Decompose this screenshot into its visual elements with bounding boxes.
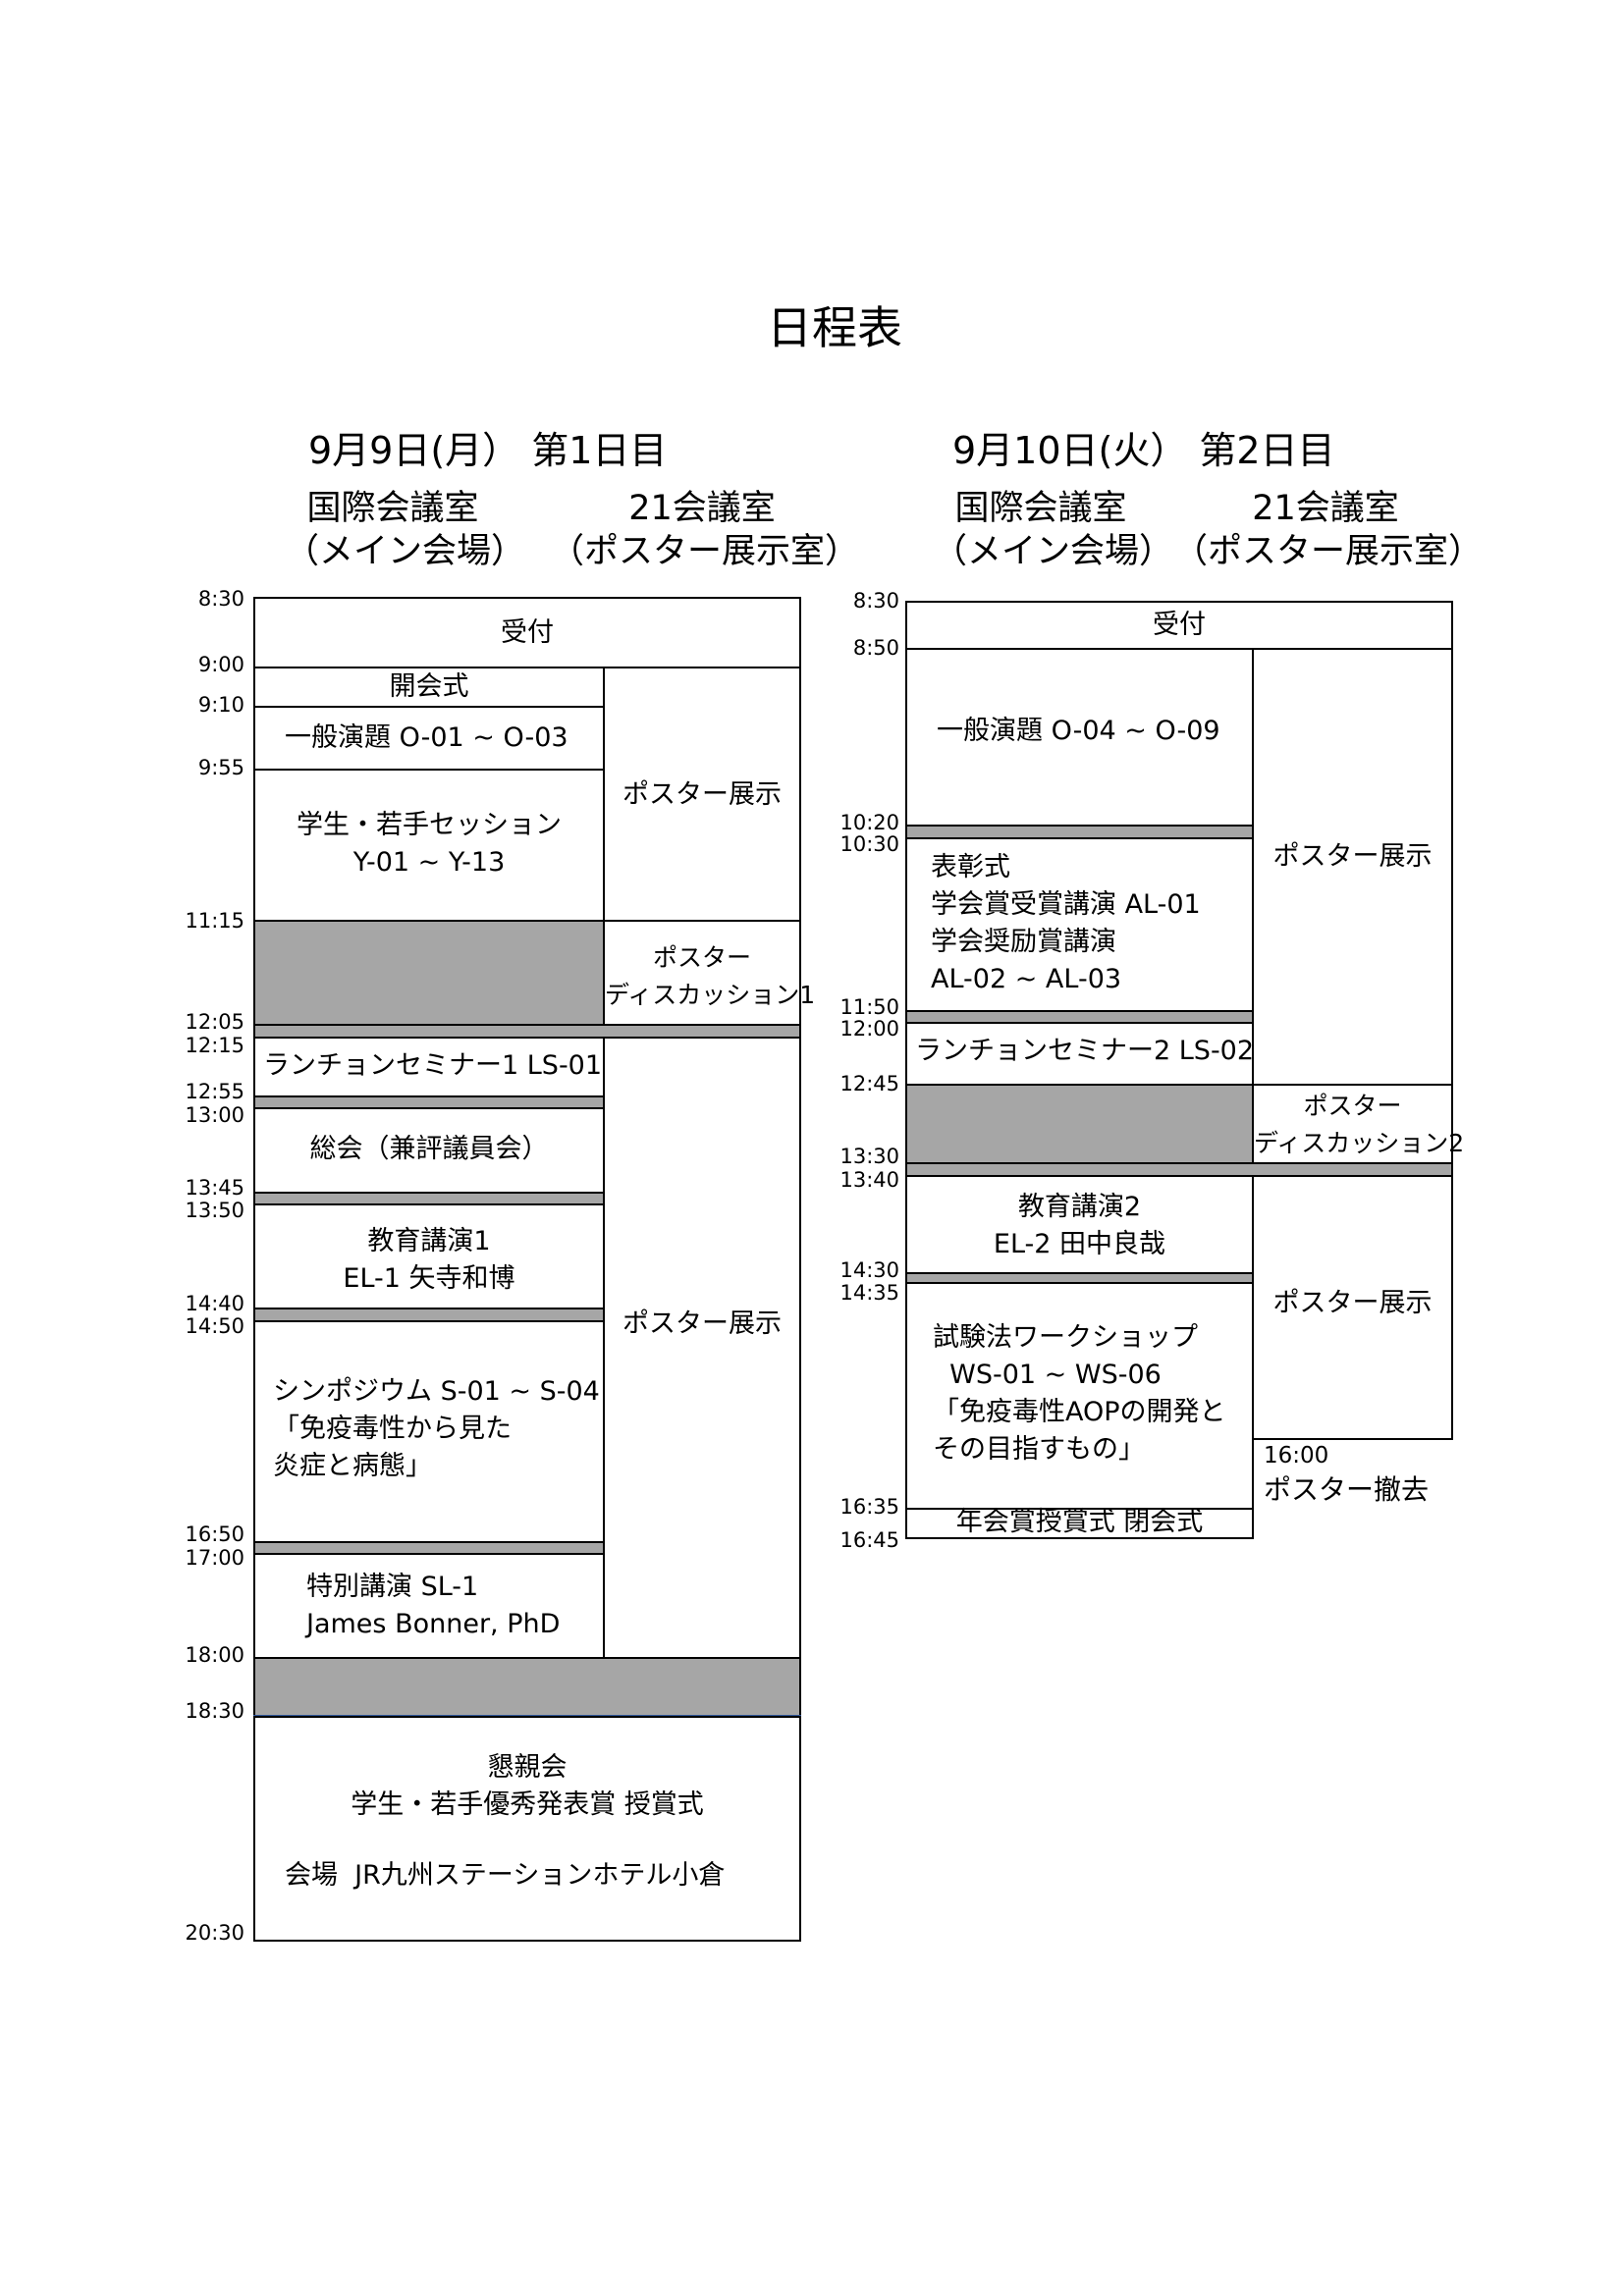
day2-poster-box: ポスター展示 [1252,648,1453,1086]
day1-reception-box: 受付 [253,597,801,668]
time-label: 12:05 [185,1010,244,1034]
day2-room-poster: 21会議室 （ポスター展示室） [1173,489,1484,571]
time-label: 14:30 [839,1258,899,1282]
education-lecture-label: 教育講演2 EL-2 田中良哉 [993,1192,1166,1259]
time-label: 14:40 [185,1292,244,1315]
time-label: 12:00 [839,1017,899,1041]
poster-label: ポスター展示 [622,1308,782,1339]
time-label: 16:50 [185,1522,244,1546]
student-session-label: 学生・若手セッション Y-01 ~ Y-13 [297,810,562,878]
day1-poster-discussion-box: ポスター ディスカッション1 [603,920,816,1026]
poster-label: ポスター展示 [1272,841,1433,872]
poster-label: ポスター展示 [622,779,782,810]
day1-opening-box: 開会式 [253,667,605,708]
day1-break-box [253,1657,801,1718]
time-label: 18:30 [185,1699,244,1723]
symposium-label: シンポジウム S-01 ~ S-04 「免疫毒性から見た 炎症と病態」 [273,1376,600,1481]
time-label: 8:50 [852,636,899,660]
reception-label: 受付 [501,617,554,648]
poster-label: ポスター展示 [1272,1288,1433,1318]
time-label: 17:00 [185,1546,244,1570]
day1-banquet-box: 懇親会 学生・若手優秀発表賞 授賞式 会場 JR九州ステーションホテル小倉 [253,1716,801,1942]
time-label: 12:45 [839,1072,899,1095]
day1-heading: 9月9日(月） 第1日目 [308,429,668,472]
day1-general-meeting-box: 総会（兼評議員会） [253,1107,605,1194]
day1-room-poster: 21会議室 （ポスター展示室） [550,489,860,571]
day1-poster-box-2: ポスター展示 [603,1037,801,1659]
day2-awards-box: 表彰式 学会賞受賞講演 AL-01 学会奨励賞講演 AL-02 ~ AL-03 [905,837,1254,1012]
page-title: 日程表 [767,301,902,354]
reception-label: 受付 [1153,610,1206,640]
time-label: 9:55 [197,756,244,779]
day1-poster-box: ポスター展示 [603,667,801,922]
time-label: 11:50 [839,995,899,1019]
workshop-label: 試験法ワークショップ WS-01 ~ WS-06 「免疫毒性AOPの開発と その… [933,1322,1226,1465]
time-label: 10:20 [839,811,899,834]
time-label: 8:30 [852,589,899,613]
time-label: 9:10 [197,693,244,717]
opening-label: 開会式 [389,671,469,702]
day2-workshop-box: 試験法ワークショップ WS-01 ~ WS-06 「免疫毒性AOPの開発と その… [905,1282,1254,1510]
time-label: 20:30 [185,1921,244,1945]
time-label: 10:30 [839,832,899,856]
day2-general-box: 一般演題 O-04 ~ O-09 [905,648,1254,827]
day1-special-box: 特別講演 SL-1 James Bonner, PhD [253,1553,605,1659]
luncheon-label: ランチョンセミナー1 LS-01 [263,1050,603,1081]
poster-removal-label: ポスター撤去 [1264,1473,1430,1506]
time-label: 13:45 [185,1176,244,1200]
day1-room-main: 国際会議室 （メイン会場） [285,489,526,571]
day2-poster-discussion-box: ポスター ディスカッション2 [1252,1084,1465,1164]
general-session-label: 一般演題 O-01 ~ O-03 [285,722,568,753]
day2-luncheon-box: ランチョンセミナー2 LS-02 [905,1022,1254,1086]
time-label: 14:50 [185,1314,244,1338]
day2-heading: 9月10日(火） 第2日目 [952,429,1335,472]
day1-student-box: 学生・若手セッション Y-01 ~ Y-13 [253,769,605,922]
day1-education-box: 教育講演1 EL-1 矢寺和博 [253,1203,605,1309]
special-lecture-label: 特別講演 SL-1 James Bonner, PhD [306,1572,561,1639]
day1-symposium-box: シンポジウム S-01 ~ S-04 「免疫毒性から見た 炎症と病態」 [253,1320,605,1543]
closing-label: 年会賞授賞式 閉会式 [955,1507,1204,1537]
time-label: 13:00 [185,1103,244,1127]
time-label: 12:15 [185,1034,244,1057]
education-lecture-label: 教育講演1 EL-1 矢寺和博 [343,1226,515,1294]
day2-closing-box: 年会賞授賞式 閉会式 [905,1507,1254,1539]
luncheon-label: ランチョンセミナー2 LS-02 [915,1036,1255,1066]
time-label: 16:45 [839,1528,899,1552]
general-session-label: 一般演題 O-04 ~ O-09 [937,716,1220,746]
awards-label: 表彰式 学会賞受賞講演 AL-01 学会奨励賞講演 AL-02 ~ AL-03 [931,852,1201,994]
poster-discussion-label: ポスター ディスカッション1 [605,943,816,1009]
time-label: 18:00 [185,1643,244,1667]
time-label: 11:15 [185,909,244,933]
day2-education-box: 教育講演2 EL-2 田中良哉 [905,1175,1254,1274]
time-label: 13:30 [839,1145,899,1168]
time-label: 8:30 [197,587,244,611]
time-label: 14:35 [839,1281,899,1305]
day2-reception-box: 受付 [905,601,1453,650]
day2-room-main: 国際会議室 （メイン会場） [933,489,1174,571]
time-label: 16:35 [839,1495,899,1519]
poster-end-time: 16:00 [1264,1443,1329,1468]
day2-poster-box-2: ポスター展示 [1252,1175,1453,1440]
time-label: 12:55 [185,1080,244,1103]
day2-break-box [905,1084,1254,1164]
banquet-venue-label: 会場 JR九州ステーションホテル小倉 [285,1860,726,1891]
general-meeting-label: 総会（兼評議員会） [309,1134,549,1164]
time-label: 13:50 [185,1199,244,1222]
day1-break-box [253,920,605,1026]
time-label: 9:00 [197,653,244,676]
day1-general-box: 一般演題 O-01 ~ O-03 [253,706,605,771]
day1-luncheon-box: ランチョンセミナー1 LS-01 [253,1037,605,1097]
banquet-label: 懇親会 学生・若手優秀発表賞 授賞式 [351,1752,704,1820]
time-label: 13:40 [839,1168,899,1192]
poster-discussion-label: ポスター ディスカッション2 [1254,1092,1465,1157]
